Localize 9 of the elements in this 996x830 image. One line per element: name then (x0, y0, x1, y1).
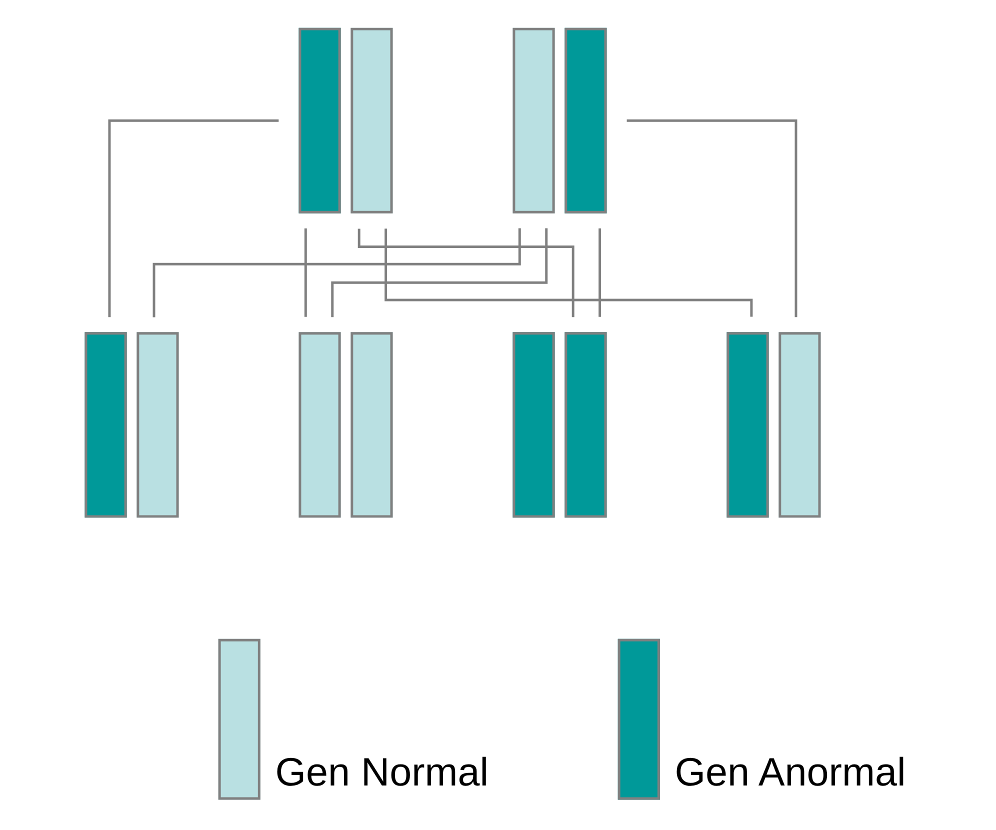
connector (152, 228, 520, 318)
connector (108, 119, 278, 318)
connector (598, 228, 601, 317)
connector (357, 228, 574, 318)
connector (626, 119, 797, 318)
connector (330, 228, 548, 318)
legend-label: Gen Normal (274, 750, 488, 795)
legend-label: Gen Anormal (674, 750, 906, 795)
connector (304, 228, 306, 317)
